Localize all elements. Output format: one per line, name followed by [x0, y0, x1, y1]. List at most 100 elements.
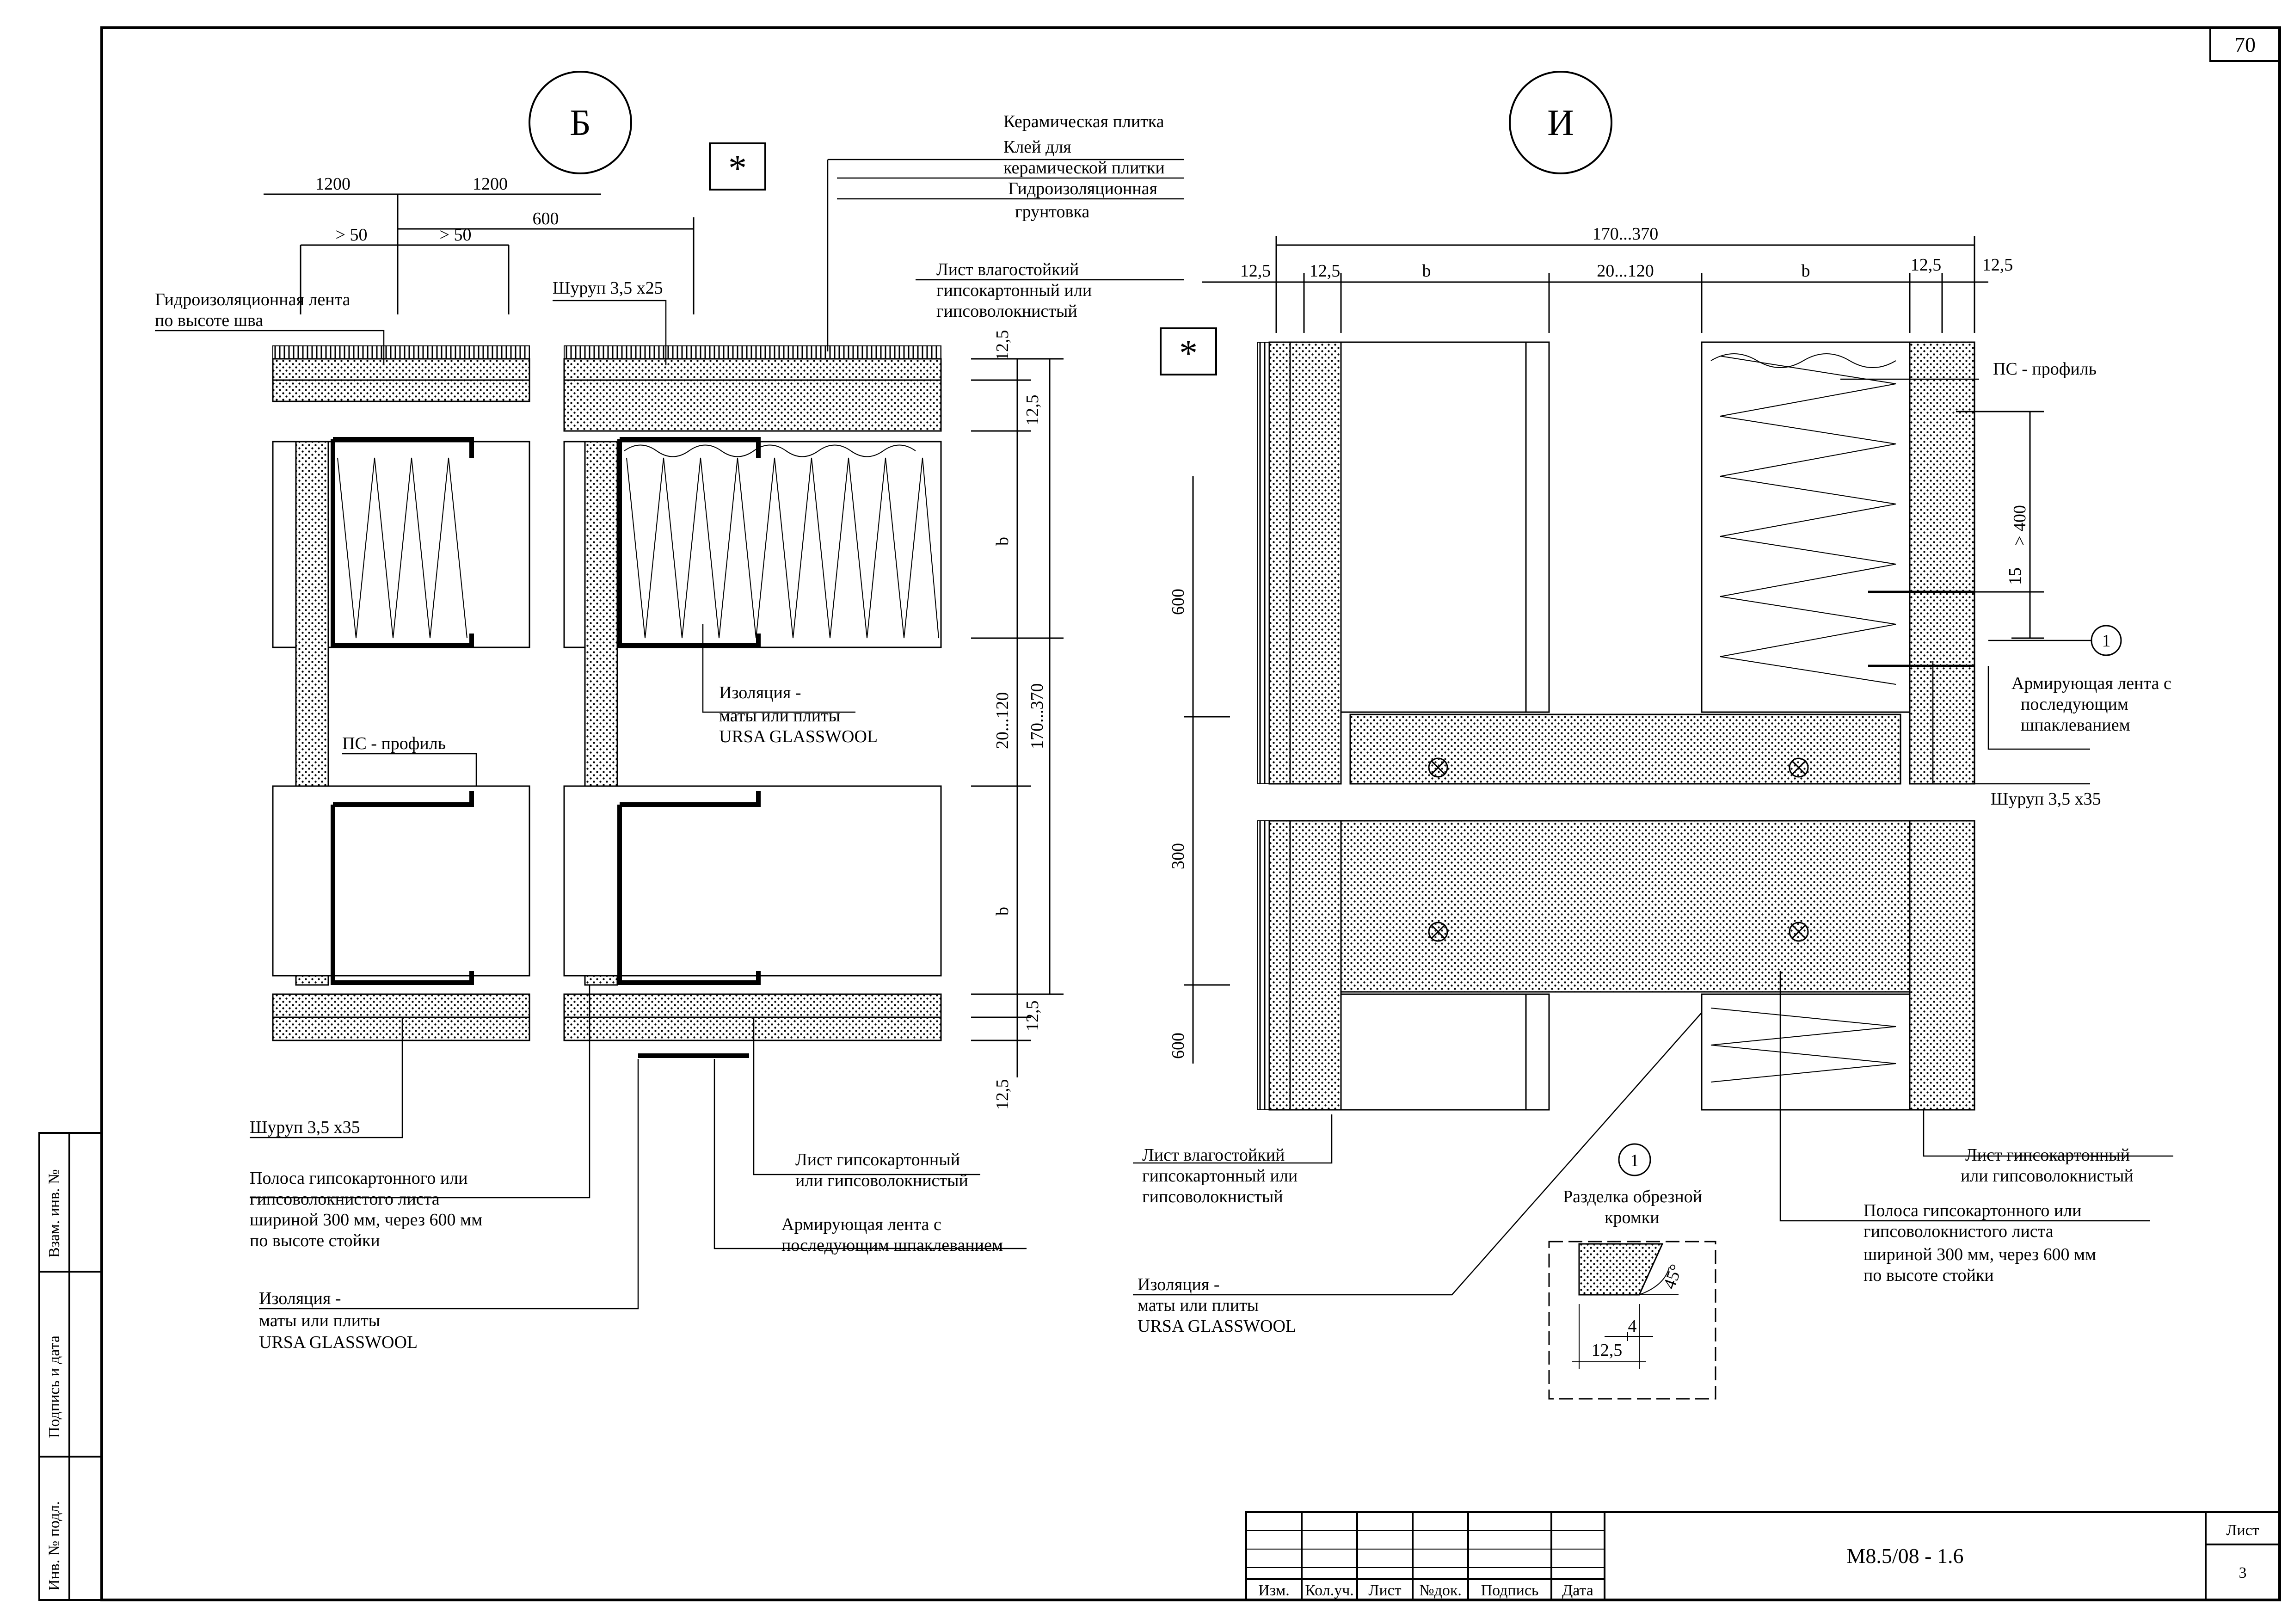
b-label-strip-3: шириной 300 мм, через 600 мм: [250, 1210, 482, 1230]
detail-i-note-marker: *: [1179, 333, 1198, 374]
b-right-panel: [563, 345, 942, 1058]
b-label-strip-4: по высоте стойки: [250, 1231, 380, 1250]
i-label-moisture-2: гипсокартонный или: [1142, 1166, 1298, 1186]
b-label-screw-bottom: Шуруп 3,5 х35: [250, 1118, 360, 1137]
i-central-strip: [1340, 714, 1911, 993]
i-label-ps-profile: ПС - профиль: [1993, 359, 2097, 379]
i-dim-12-5-a: 12,5: [1240, 261, 1271, 281]
i-ldim-600-b: 600: [1169, 1033, 1188, 1059]
detail-b-marker-circle: [529, 71, 632, 174]
detail-i-note-box: [1160, 327, 1217, 375]
b-label-insul2-2: маты или плиты: [259, 1311, 380, 1330]
i-label-tape-2: последующим: [2021, 695, 2128, 714]
b-label-gk-1: Лист гипсокартонный: [795, 1150, 960, 1169]
b-left-panel: [272, 345, 530, 1041]
b-label-ceramic-5: грунтовка: [1015, 202, 1089, 221]
title-block-headers: Изм. Кол.уч. Лист №док. Подпись Дата: [1258, 1582, 1593, 1599]
stamp-inv-podl: Инв. № подл.: [46, 1501, 63, 1591]
stamp-podpis-data: Подпись и дата: [46, 1335, 63, 1438]
b-label-ceramic-3: керамической плитки: [1003, 158, 1165, 178]
b-label-moisture-3: гипсоволокнистый: [936, 301, 1077, 321]
detail-b: Б * 1200 1200 600 > 50 > 50: [155, 71, 1184, 1352]
i-left-dims: [1184, 476, 1230, 1064]
detail-b-top-dims: [264, 193, 695, 314]
i-callout: 1: [2102, 631, 2111, 651]
i-edge-detail: 1 Разделка обрезной кромки 45° 4 12,5: [1548, 1143, 1716, 1400]
i-dim-b-right: b: [1802, 261, 1810, 281]
detail-i-marker: И: [1547, 103, 1574, 143]
i-top-dims: [1202, 236, 1988, 333]
i-rdim-15: 15: [2005, 567, 2025, 585]
i-label-strip-1: Полоса гипсокартонного или: [1863, 1201, 2081, 1220]
edge-dim-12-5: 12,5: [1592, 1341, 1623, 1360]
b-dim-gt50-right: > 50: [440, 225, 472, 245]
i-label-moisture-3: гипсоволокнистый: [1142, 1187, 1283, 1206]
b-label-ceramic-1: Керамическая плитка: [1003, 112, 1164, 131]
i-label-screw: Шуруп 3,5 х35: [1991, 789, 2101, 809]
i-dim-12-5-d: 12,5: [1982, 255, 2013, 275]
edge-dim-4: 4: [1628, 1316, 1637, 1336]
i-leaders: [1133, 378, 2173, 1296]
i-label-strip-3: шириной 300 мм, через 600 мм: [1863, 1245, 2096, 1264]
sheet-label: Лист: [2226, 1522, 2259, 1539]
b-label-tape-seam-2: по высоте шва: [155, 311, 263, 330]
i-dim-170-370: 170...370: [1593, 224, 1659, 244]
stamp-vzam-inv: Взам. инв. №: [46, 1169, 63, 1258]
edge-angle: 45°: [1660, 1262, 1686, 1292]
edge-callout: 1: [1630, 1151, 1639, 1170]
tb-ndok: №док.: [1419, 1582, 1462, 1599]
b-dim-600: 600: [533, 209, 559, 228]
i-screw-marks: [1428, 757, 1809, 942]
i-label-insul-1: Изоляция -: [1138, 1275, 1219, 1294]
b-rdim-20-120: 20...120: [993, 692, 1012, 750]
i-label-insul-3: URSA GLASSWOOL: [1138, 1316, 1296, 1336]
b-label-insul-2: маты или плиты: [719, 706, 840, 726]
b-rdim-12-5-a: 12,5: [993, 330, 1012, 361]
b-label-moisture-2: гипсокартонный или: [936, 281, 1092, 300]
detail-b-note-box: [709, 142, 766, 191]
detail-b-note-marker: *: [728, 148, 747, 189]
sheet-number: 3: [2239, 1564, 2247, 1581]
b-label-insul2-1: Изоляция -: [259, 1289, 341, 1308]
b-label-tape-seam-1: Гидроизоляционная лента: [155, 290, 351, 309]
i-dim-12-5-c: 12,5: [1911, 255, 1942, 275]
tb-data: Дата: [1562, 1582, 1593, 1599]
tb-kol-uch: Кол.уч.: [1305, 1582, 1354, 1599]
edge-title-1: Разделка обрезной: [1563, 1187, 1702, 1206]
b-rdim-12-5-d: 12,5: [993, 1079, 1012, 1110]
b-label-moisture-1: Лист влагостойкий: [936, 260, 1079, 279]
b-dim-1200-left: 1200: [315, 174, 351, 194]
i-dim-20-120: 20...120: [1597, 261, 1654, 281]
i-label-tape-1: Армирующая лента с: [2011, 674, 2171, 693]
i-dim-12-5-b: 12,5: [1310, 261, 1341, 281]
sheet-frame: [100, 26, 2281, 1601]
i-right-dims: [1956, 411, 2044, 639]
b-label-tape-2: последующим шпаклеванием: [781, 1236, 1003, 1255]
side-stamp-column: [38, 1132, 103, 1601]
i-left-wall: [1257, 341, 1550, 1111]
tb-list: Лист: [1368, 1582, 1401, 1599]
b-rdim-12-5-c: 12,5: [1023, 1001, 1042, 1032]
i-ldim-300: 300: [1169, 843, 1188, 869]
title-block: [1245, 1511, 2281, 1601]
b-rdim-12-5-b: 12,5: [1023, 395, 1042, 426]
b-rdim-b-top: b: [993, 537, 1012, 546]
tb-podpis: Подпись: [1481, 1582, 1539, 1599]
i-label-moisture-1: Лист влагостойкий: [1142, 1145, 1285, 1165]
b-right-dims: [971, 358, 1064, 1077]
b-label-gk-2: или гипсоволокнистый: [795, 1171, 968, 1190]
b-label-ps-profile: ПС - профиль: [342, 734, 446, 753]
detail-i: И * 170...370 12,5 12,5 b 20...120 b 12,…: [1133, 71, 2173, 1400]
i-label-strip-2: гипсоволокнистого листа: [1863, 1222, 2054, 1241]
b-label-insul2-3: URSA GLASSWOOL: [259, 1333, 418, 1352]
doc-code: М8.5/08 - 1.6: [1847, 1544, 1964, 1568]
i-ldim-600-a: 600: [1169, 589, 1188, 615]
b-rdim-b-bottom: b: [993, 907, 1012, 916]
i-dim-b-left: b: [1422, 261, 1431, 281]
b-label-ceramic-4: Гидроизоляционная: [1008, 179, 1157, 198]
detail-b-marker: Б: [570, 103, 591, 143]
page-number: 70: [2234, 33, 2256, 56]
b-label-ceramic-2: Клей для: [1003, 137, 1071, 157]
